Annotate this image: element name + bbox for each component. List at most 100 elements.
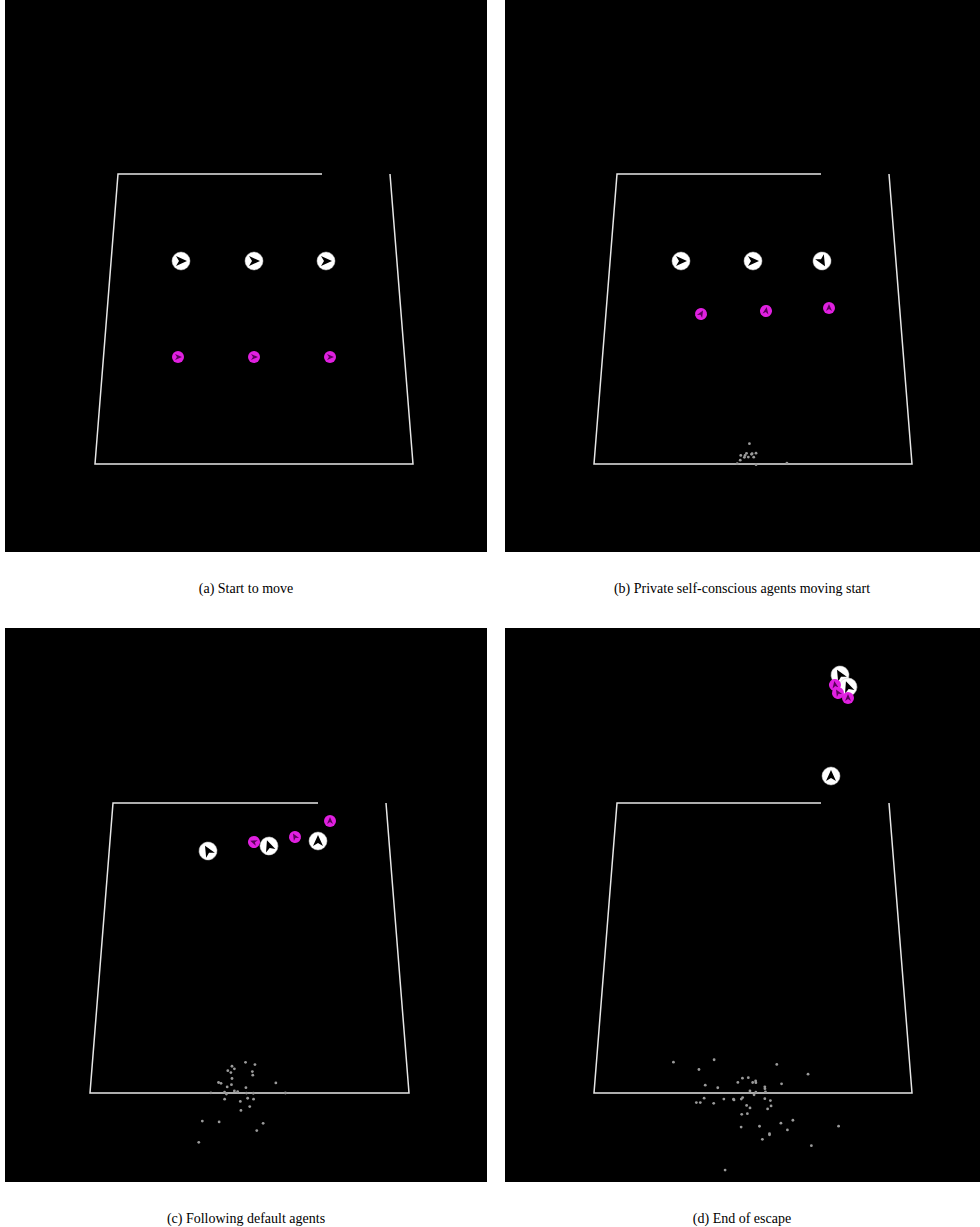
smoke-particle — [233, 1067, 236, 1070]
smoke-particle — [245, 1092, 248, 1095]
default-agent — [172, 252, 190, 270]
smoke-particle — [229, 1071, 232, 1074]
smoke-particle — [716, 1086, 719, 1089]
smoke-particle — [274, 1082, 277, 1085]
smoke-particle — [747, 1076, 750, 1079]
smoke-particle — [763, 1085, 766, 1088]
smoke-particle — [226, 1069, 229, 1072]
smoke-particle — [775, 1063, 778, 1066]
smoke-particle — [698, 1068, 701, 1071]
default-agent — [744, 252, 762, 270]
self-conscious-agent — [324, 351, 336, 363]
smoke-particle — [739, 454, 742, 457]
default-agent — [309, 832, 327, 850]
smoke-particle — [695, 1101, 698, 1104]
smoke-particle — [225, 1093, 228, 1096]
panel-caption: (c) Following default agents — [167, 1210, 325, 1227]
smoke-particle — [758, 1125, 761, 1128]
smoke-particle — [837, 1125, 840, 1128]
smoke-particle — [807, 1073, 810, 1076]
smoke-particle — [248, 1105, 251, 1108]
smoke-particle — [231, 1077, 234, 1080]
smoke-particle — [736, 1081, 739, 1084]
default-agent — [257, 834, 280, 857]
smoke-particle — [722, 1098, 725, 1101]
smoke-particle — [254, 1063, 257, 1066]
smoke-particle — [780, 1122, 783, 1125]
smoke-particle — [749, 1107, 752, 1110]
smoke-particle — [712, 1102, 715, 1105]
smoke-particle — [262, 1122, 265, 1125]
smoke-particle — [703, 1097, 706, 1100]
smoke-particle — [252, 1092, 255, 1095]
smoke-particle — [236, 1090, 239, 1093]
smoke-particle — [736, 462, 739, 465]
panel-caption: (b) Private self-conscious agents moving… — [614, 580, 870, 598]
panel-caption: (a) Start to move — [199, 580, 293, 598]
smoke-particle — [724, 1169, 727, 1172]
self-conscious-agent — [693, 306, 709, 322]
smoke-particle — [255, 1129, 258, 1132]
smoke-particle — [733, 1099, 736, 1102]
smoke-particle — [747, 456, 750, 459]
self-conscious-agent — [246, 834, 261, 849]
smoke-particle — [780, 1082, 783, 1085]
smoke-particle — [672, 1061, 675, 1064]
smoke-particle — [739, 459, 742, 462]
smoke-particle — [251, 1070, 254, 1073]
smoke-particle — [699, 1101, 702, 1104]
room-wall — [95, 174, 413, 464]
smoke-particle — [766, 1108, 769, 1111]
smoke-particle — [732, 1098, 735, 1101]
smoke-particle — [755, 463, 758, 466]
default-agent — [317, 252, 335, 270]
smoke-particle — [749, 1089, 752, 1092]
smoke-particle — [748, 442, 751, 445]
smoke-particle — [740, 1113, 743, 1116]
smoke-particle — [768, 1133, 771, 1136]
self-conscious-agent — [823, 302, 835, 314]
smoke-particle — [763, 1097, 766, 1100]
smoke-particle — [251, 1074, 254, 1077]
default-agent — [810, 249, 835, 274]
smoke-particle — [745, 1104, 748, 1107]
smoke-particle — [743, 456, 746, 459]
smoke-particle — [751, 452, 754, 455]
panel — [505, 0, 980, 552]
smoke-particle — [284, 1092, 287, 1095]
smoke-particle — [197, 1141, 200, 1144]
smoke-particle — [239, 1100, 242, 1103]
self-conscious-agent — [842, 692, 854, 704]
room-wall — [594, 803, 912, 1093]
smoke-particle — [810, 1144, 813, 1147]
self-conscious-agent — [759, 304, 773, 318]
panel-ground — [5, 0, 487, 552]
panel — [5, 628, 487, 1182]
smoke-particle — [201, 1120, 204, 1123]
smoke-particle — [217, 1081, 220, 1084]
smoke-particle — [713, 1058, 716, 1061]
smoke-particle — [252, 1098, 255, 1101]
smoke-particle — [741, 1096, 744, 1099]
panel-caption: (d) End of escape — [693, 1210, 791, 1227]
self-conscious-agent — [324, 815, 336, 827]
default-agent — [672, 252, 690, 270]
default-agent — [245, 252, 263, 270]
smoke-particle — [223, 1098, 226, 1101]
room-wall — [594, 174, 912, 464]
room-wall — [90, 803, 409, 1093]
smoke-particle — [230, 1083, 233, 1086]
smoke-particle — [245, 1086, 248, 1089]
smoke-particle — [752, 456, 755, 459]
smoke-particle — [741, 1077, 744, 1080]
smoke-particle — [218, 1121, 221, 1124]
panel-ground — [505, 0, 980, 552]
smoke-particle — [210, 1091, 213, 1094]
smoke-particle — [761, 1138, 764, 1141]
smoke-particle — [764, 1091, 767, 1094]
smoke-particle — [754, 1080, 757, 1083]
self-conscious-agent — [248, 351, 260, 363]
smoke-particle — [704, 1084, 707, 1087]
self-conscious-agent — [287, 829, 303, 845]
smoke-particle — [755, 452, 758, 455]
